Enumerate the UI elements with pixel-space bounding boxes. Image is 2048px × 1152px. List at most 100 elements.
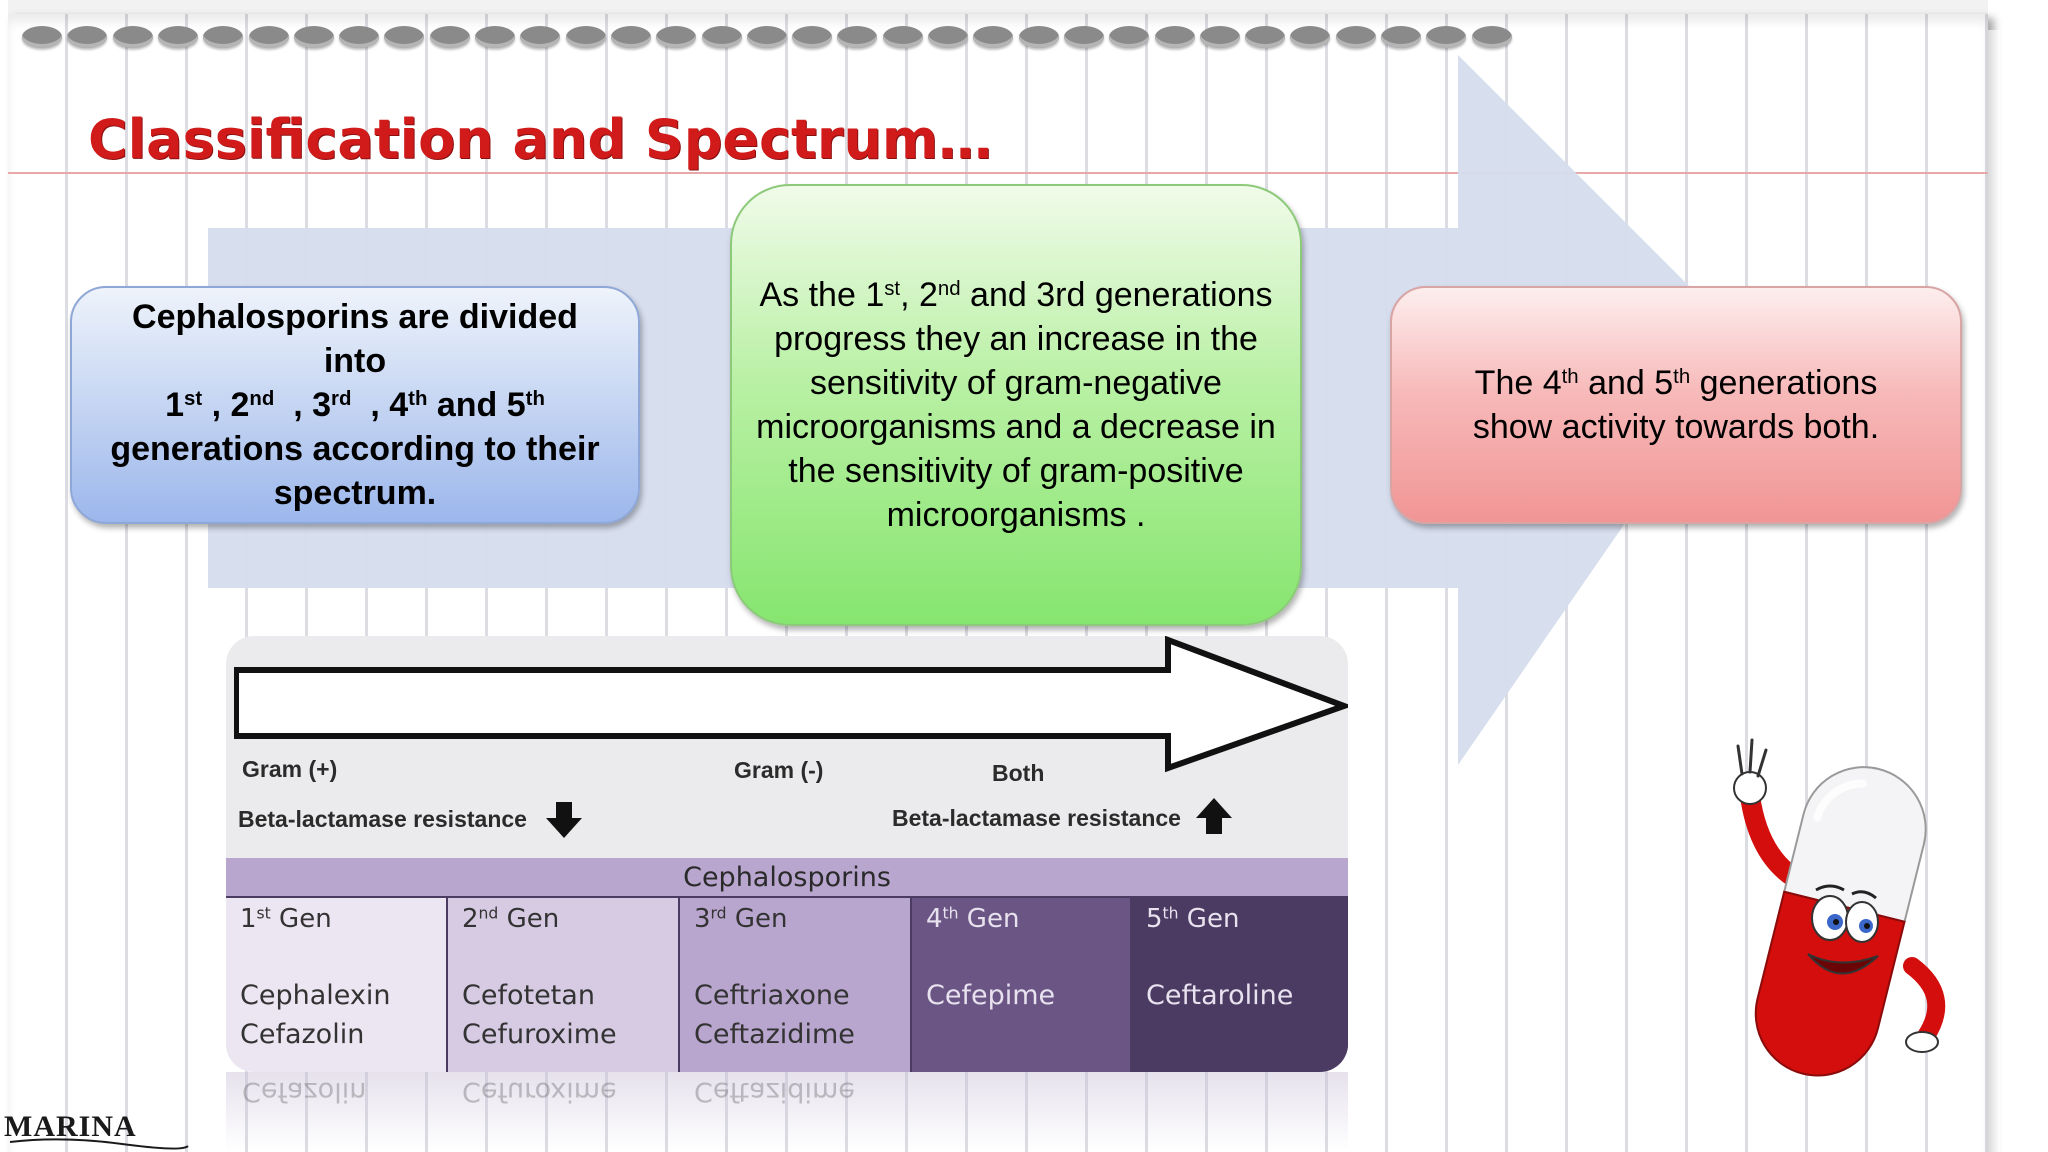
- binder-hole: [656, 26, 696, 48]
- card-mid-text-3: and 3rd generations progress they an inc…: [756, 276, 1276, 534]
- generation-number: 1: [240, 904, 257, 934]
- generation-ordinal: st: [256, 904, 271, 923]
- binder-holes: [22, 26, 1982, 56]
- sep: ,: [351, 386, 390, 424]
- binder-hole: [792, 26, 832, 48]
- gen-3-sup: rd: [331, 387, 352, 410]
- paper-edge: [1988, 30, 2000, 1152]
- cephalosporin-figure: Gram (+) Gram (-) Both Beta-lactamase re…: [226, 636, 1348, 1072]
- binder-hole: [113, 26, 153, 48]
- generation-drugs: Cefepime: [912, 936, 1132, 1072]
- binder-hole: [883, 26, 923, 48]
- generation-header: 3rd Gen: [680, 896, 912, 936]
- binder-hole: [1245, 26, 1285, 48]
- card-mid-sup-2: nd: [937, 277, 961, 300]
- generation-ordinal: th: [942, 904, 959, 923]
- drug-name: Ceftaroline: [1146, 980, 1294, 1011]
- generation-header: 5th Gen: [1132, 896, 1348, 936]
- reflection-text: Cefazolin: [242, 1076, 367, 1107]
- beta-lactamase-left-label: Beta-lactamase resistance: [238, 806, 527, 832]
- binder-hole: [837, 26, 877, 48]
- binder-hole: [1336, 26, 1376, 48]
- generation-header: 2nd Gen: [448, 896, 680, 936]
- generation-header: 4th Gen: [912, 896, 1132, 936]
- binder-hole: [1426, 26, 1466, 48]
- binder-hole: [430, 26, 470, 48]
- generation-number: 4: [926, 904, 943, 934]
- binder-hole: [158, 26, 198, 48]
- binder-hole: [1155, 26, 1195, 48]
- drug-name: Cefazolin: [240, 1019, 365, 1050]
- binder-hole: [928, 26, 968, 48]
- generation-number: 2: [462, 904, 479, 934]
- and-word: and: [427, 386, 507, 424]
- card-mid-text-2: , 2: [900, 276, 938, 314]
- binder-hole: [22, 26, 62, 48]
- binder-hole: [1109, 26, 1149, 48]
- gen-3: 3: [312, 386, 332, 424]
- table-header: Cephalosporins: [226, 858, 1348, 896]
- binder-hole: [203, 26, 243, 48]
- both-activity-card: The 4th and 5th generations show activit…: [1390, 286, 1962, 524]
- generation-label: Gen: [1178, 904, 1240, 934]
- drug-name: Cefepime: [926, 980, 1056, 1011]
- card-right-sup-2: th: [1673, 365, 1691, 388]
- binder-hole: [1472, 26, 1512, 48]
- gen-5-sup: th: [525, 387, 545, 410]
- generation-drugs: Ceftaroline: [1132, 936, 1348, 1072]
- spectrum-arrow: [234, 636, 1348, 773]
- generation-label: Gen: [726, 904, 788, 934]
- sep: ,: [202, 386, 231, 424]
- generation-number: 3: [694, 904, 711, 934]
- gen-1: 1: [165, 386, 184, 424]
- gen-4: 4: [389, 386, 409, 424]
- drug-name: Ceftazidime: [694, 1019, 855, 1050]
- figure-reflection: Cefazolin Cefuroxime Ceftazidime: [226, 1072, 1348, 1152]
- card-left-line1: Cephalosporins are divided into: [132, 298, 578, 380]
- beta-lactamase-right-label: Beta-lactamase resistance: [892, 805, 1181, 831]
- gen-2: 2: [230, 386, 250, 424]
- binder-hole: [67, 26, 107, 48]
- gen-4-sup: th: [408, 387, 428, 410]
- card-left-gen-list: 1st , 2nd , 3rd , 4th and 5th: [165, 386, 545, 424]
- card-right-text-1: The 4: [1474, 364, 1562, 402]
- binder-hole: [1200, 26, 1240, 48]
- arrow-up-icon: [1196, 798, 1232, 834]
- generation-label: Gen: [270, 904, 332, 934]
- binder-hole: [1064, 26, 1104, 48]
- generation-header: 1st Gen: [226, 896, 448, 936]
- margin-line: [8, 172, 1988, 174]
- gen-5: 5: [506, 386, 526, 424]
- binder-hole: [1381, 26, 1421, 48]
- gen-1-sup: st: [183, 387, 203, 410]
- both-label: Both: [992, 760, 1045, 786]
- binder-hole: [1290, 26, 1330, 48]
- reflection-text: Cefuroxime: [462, 1076, 617, 1107]
- binder-hole: [702, 26, 742, 48]
- generation-ordinal: rd: [710, 904, 727, 923]
- marina-logo: MARINA: [4, 1110, 189, 1150]
- logo-text: MARINA: [4, 1110, 137, 1143]
- reflection-text: Ceftazidime: [694, 1076, 855, 1107]
- binder-hole: [973, 26, 1013, 48]
- drug-name: Cefuroxime: [462, 1019, 617, 1050]
- card-mid-text-1: As the 1: [759, 276, 885, 314]
- generation-ordinal: th: [1162, 904, 1179, 923]
- slide-title: Classification and Spectrum…: [88, 108, 993, 171]
- generation-label: Gen: [958, 904, 1020, 934]
- sep: ,: [274, 386, 313, 424]
- generations-card: Cephalosporins are divided into 1st , 2n…: [70, 286, 640, 524]
- binder-hole: [294, 26, 334, 48]
- gen-2-sup: nd: [249, 387, 275, 410]
- gram-negative-label: Gram (-): [734, 757, 824, 783]
- card-left-line3: generations according to their spectrum.: [110, 430, 600, 512]
- drug-name: Cefotetan: [462, 980, 595, 1011]
- binder-hole: [249, 26, 289, 48]
